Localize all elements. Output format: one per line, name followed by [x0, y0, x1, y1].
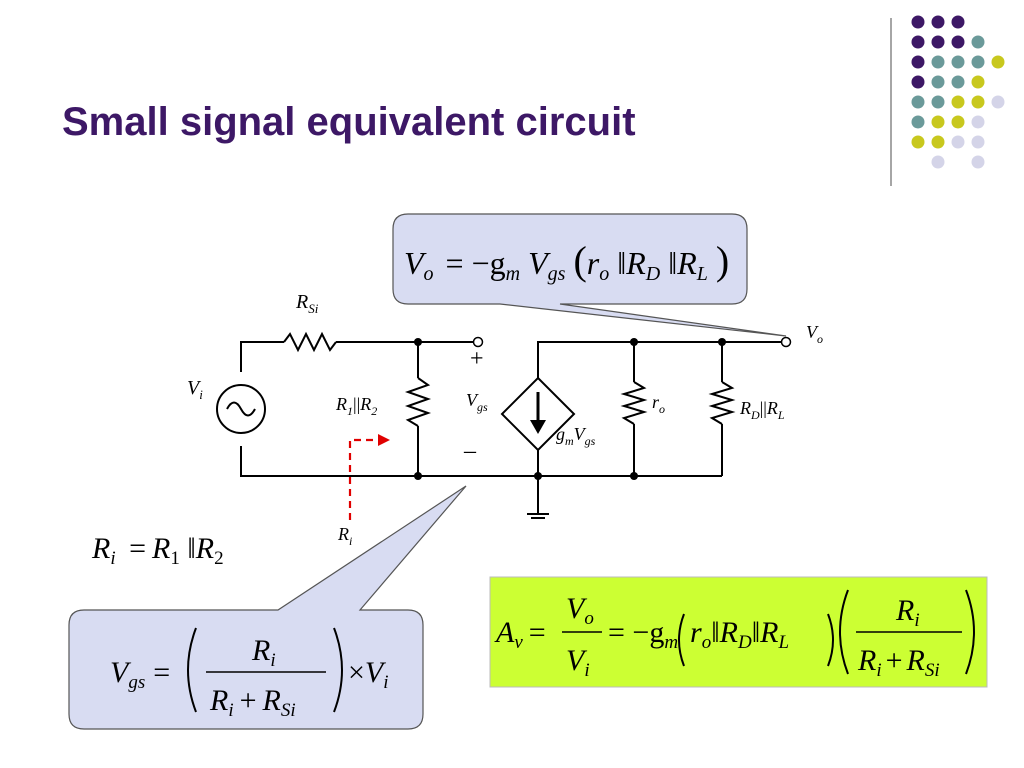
decorative-dot: [911, 35, 925, 49]
decorative-dot: [951, 35, 965, 49]
decorative-dot: [931, 75, 945, 89]
decorative-dot: [911, 15, 925, 29]
decorative-dot: [971, 55, 985, 69]
decorative-dot: [971, 115, 985, 129]
decorative-dot: [931, 35, 945, 49]
ro-label: ro: [652, 392, 665, 416]
vo-equation: Vo = −gm Vgs (ro ‖RD ‖RL ): [404, 238, 729, 287]
ro-resistor-zigzag: [620, 381, 648, 425]
svg-text:Vi: Vi: [566, 644, 590, 681]
decorative-dot: [971, 95, 985, 109]
decorative-dot: [951, 115, 965, 129]
svg-text:×Vi: ×Vi: [348, 656, 389, 693]
svg-text:Av=: Av=: [494, 616, 546, 653]
decorative-dot: [971, 35, 985, 49]
decorative-dot: [911, 135, 925, 149]
circuit-wires: [240, 331, 784, 514]
decorative-dot: [951, 95, 965, 109]
dependent-source-label: gmVgs: [556, 424, 596, 448]
svg-text:Vgs=: Vgs=: [110, 656, 170, 693]
decorative-dot: [931, 95, 945, 109]
load-resistor-label: RD||RL: [739, 398, 785, 422]
decorative-dot: [911, 95, 925, 109]
decorative-dot: [971, 75, 985, 89]
svg-text:Vo = −gm Vgs: Vo = −gm Vgs (ro ‖RD ‖RL ): [404, 238, 729, 287]
decorative-dot: [931, 15, 945, 29]
circuit-nodes: [414, 338, 726, 480]
load-resistor-zigzag: [708, 381, 736, 425]
svg-text:Ri: Ri: [895, 594, 920, 631]
decorative-dot: [931, 135, 945, 149]
series-resistor-label: RSi: [295, 291, 319, 316]
decorative-dot: [931, 155, 945, 169]
vgs-minus-sign: –: [463, 438, 477, 464]
decorative-dot-grid: [911, 15, 1005, 169]
vgs-label: Vgs: [466, 390, 488, 414]
decorative-dot: [951, 75, 965, 89]
series-resistor-zigzag: [283, 331, 337, 353]
svg-text:Ri: Ri: [251, 634, 276, 671]
bias-resistor-zigzag: [404, 377, 432, 427]
svg-text:Ri+RSi: Ri+RSi: [209, 684, 296, 721]
decorative-dot: [911, 55, 925, 69]
decorative-dot: [991, 95, 1005, 109]
vo-output-terminal: [780, 336, 792, 348]
slide-title: Small signal equivalent circuit: [62, 100, 636, 144]
vo-callout-bubble: [392, 213, 787, 337]
decorative-dot: [951, 55, 965, 69]
decorative-dot: [931, 115, 945, 129]
svg-text:Ri =R1 ‖R2: Ri =R1 ‖R2: [91, 532, 224, 571]
bias-resistor-label: R1||R2: [335, 394, 377, 418]
svg-text:Vo: Vo: [566, 592, 594, 629]
ri-label: Ri: [337, 524, 352, 548]
ri-equation: Ri =R1 ‖R2: [91, 532, 224, 571]
vo-output-label: Vo: [806, 322, 823, 346]
decorative-dot: [951, 15, 965, 29]
decorative-dot: [911, 75, 925, 89]
vgs-plus-sign: +: [470, 346, 484, 372]
ri-arrow: [348, 434, 390, 520]
source-vi-label: Vi: [187, 377, 203, 402]
svg-text:ro‖RD‖RL: ro‖RD‖RL: [690, 616, 789, 653]
av-equation: Av= Vo Vi = −gm ro‖RD‖RL Ri Ri+RSi: [494, 589, 975, 681]
dependent-current-source: [500, 376, 576, 452]
decorative-dot: [991, 55, 1005, 69]
vgs-callout-bubble: [68, 485, 467, 730]
svg-text:= −gm: = −gm: [608, 616, 678, 653]
ac-voltage-source: [216, 384, 266, 434]
decorative-dot: [911, 115, 925, 129]
vgs-open-terminal: [472, 336, 484, 348]
svg-text:Ri+RSi: Ri+RSi: [857, 644, 940, 681]
decorative-dot: [951, 135, 965, 149]
decorative-dot: [971, 135, 985, 149]
decorative-dot: [971, 155, 985, 169]
ground-symbol: [527, 513, 549, 519]
vgs-equation: Vgs= Ri Ri+RSi ×Vi: [110, 627, 389, 721]
decorative-dot: [931, 55, 945, 69]
